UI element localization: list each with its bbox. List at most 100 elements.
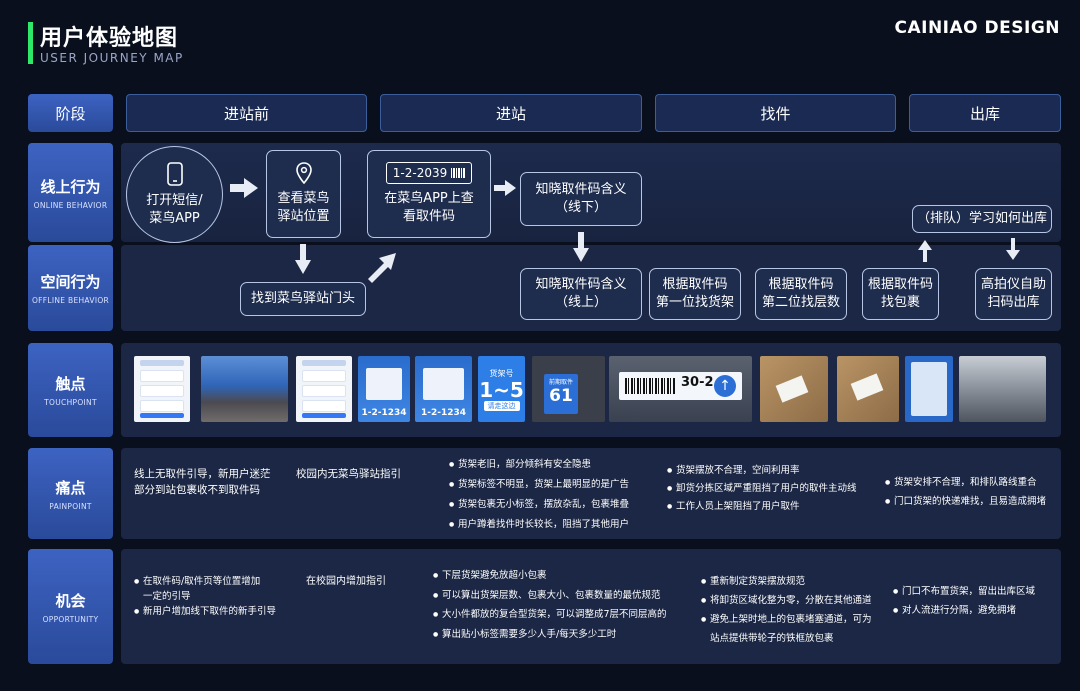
pain-text: 部分到站包裹收不到取件码 [134, 484, 260, 496]
row-label-offline: 空间行为 OFFLINE BEHAVIOR [28, 245, 113, 331]
pain-item: 货架包裹无小标签，摆放杂乱，包裹堆叠 [449, 495, 629, 515]
row-label-en: ONLINE BEHAVIOR [33, 200, 108, 210]
barcode-icon [451, 168, 466, 178]
opp-item: 新用户增加线下取件的新手引导 [134, 604, 276, 619]
layer-label-number: 30-2 [681, 375, 714, 390]
step-text: 根据取件码 [867, 277, 933, 292]
opp-item: 避免上架时地上的包裹堵塞通道，可为 [701, 610, 872, 629]
row-label-en: TOUCHPOINT [44, 398, 97, 407]
step-text: 打开短信/ [146, 192, 203, 208]
sign-code: 1-2-1234 [420, 408, 467, 418]
touchpoint-shelf-tag: 前期取件 61 [532, 356, 605, 422]
brand-logo: CAINIAO DESIGN [894, 18, 1060, 38]
pain-item: 货架安排不合理，和排队路线重合 [885, 473, 1046, 492]
step-scan-exit: 高拍仪自助 扫码出库 [975, 268, 1052, 320]
pain-col-1: 线上无取件引导，新用户迷茫 部分到站包裹收不到取件码 [134, 466, 271, 498]
pain-item: 工作人员上架阻挡了用户取件 [667, 498, 857, 516]
row-label-touchpoint: 触点 TOUCHPOINT [28, 343, 113, 437]
step-text: 在菜鸟APP上查 [384, 191, 474, 206]
opp-col-2: 在校园内增加指引 [306, 576, 386, 587]
page-title: 用户体验地图 [40, 26, 179, 51]
opp-col-5: 门口不布置货架，留出出库区域 对人流进行分隔，避免拥堵 [893, 582, 1035, 620]
pain-item: 卸货分拣区域严重阻挡了用户的取件主动线 [667, 480, 857, 498]
arrow-down-icon [1006, 238, 1020, 260]
step-find-layer: 根据取件码 第二位找层数 [755, 268, 847, 320]
touchpoint-station-storefront [201, 356, 288, 422]
touchpoint-layer-label: 30-2 ↑ [609, 356, 752, 422]
step-text: 驿站位置 [277, 209, 330, 224]
pickup-code-tag: 1-2-2039 [385, 162, 473, 184]
pain-item: 货架老旧，部分倾斜有安全隐患 [449, 455, 629, 475]
arrow-up-right-icon [368, 253, 396, 283]
barcode-icon [625, 378, 675, 394]
pain-col-3: 货架老旧，部分倾斜有安全隐患 货架标签不明显，货架上最明显的是广告 货架包裹无小… [449, 455, 629, 535]
opp-item: 重新制定货架摆放规范 [701, 572, 872, 591]
arrow-up-icon: ↑ [714, 375, 736, 397]
step-text: 知晓取件码含义 [535, 277, 627, 292]
row-label-en: PAINPOINT [49, 501, 92, 511]
row-label-en: OPPORTUNITY [42, 614, 99, 624]
stage-exit: 出库 [909, 94, 1061, 132]
opp-item-continued: 站点提供带轮子的铁框放包裹 [710, 633, 834, 644]
arrow-right-icon [230, 178, 258, 198]
opp-col-1: 在取件码/取件页等位置增加 一定的引导 新用户增加线下取件的新手引导 [134, 574, 276, 619]
row-label-text: 机会 [55, 591, 86, 610]
opp-item-continued: 一定的引导 [143, 591, 191, 602]
touchpoint-exit-area [959, 356, 1046, 422]
stage-pre-entry: 进站前 [126, 94, 367, 132]
step-text: 高拍仪自助 [980, 277, 1046, 292]
touchpoint-app-code-page [296, 356, 352, 422]
pickup-code: 1-2-2039 [392, 166, 448, 180]
step-queue-learn: （排队）学习如何出库 [912, 205, 1052, 233]
step-text: 根据取件码 [662, 277, 728, 292]
touchpoint-code-sign-b: 1-2-1234 [415, 356, 472, 422]
opp-item: 在取件码/取件页等位置增加 [134, 574, 276, 589]
touchpoint-app-screenshot [134, 356, 190, 422]
step-find-package: 根据取件码 找包裹 [862, 268, 939, 320]
touchpoint-package-sticker-b [837, 356, 899, 422]
phone-icon [166, 161, 183, 186]
arrow-right-icon [494, 180, 516, 196]
tag-number: 61 [549, 386, 573, 406]
shelf-direction: 请走这边 [483, 400, 520, 411]
row-label-online: 线上行为 ONLINE BEHAVIOR [28, 143, 113, 242]
opp-item: 门口不布置货架，留出出库区域 [893, 582, 1035, 601]
step-text: （排队）学习如何出库 [916, 211, 1047, 226]
opp-item: 算出贴小标签需要多少人手/每天多少工时 [433, 625, 667, 645]
pain-item: 货架标签不明显，货架上最明显的是广告 [449, 475, 629, 495]
step-text: 知晓取件码含义 [535, 182, 627, 197]
step-text: 根据取件码 [768, 277, 834, 292]
touchpoint-exit-poster [905, 356, 953, 422]
opp-item: 可以算出货架层数、包裹大小、包裹数量的最优规范 [433, 586, 667, 606]
opp-col-3: 下层货架避免放超小包裹 可以算出货架层数、包裹大小、包裹数量的最优规范 大小件都… [433, 566, 667, 644]
page-subtitle: USER JOURNEY MAP [40, 51, 184, 65]
row-label-text: 空间行为 [40, 273, 101, 291]
location-pin-icon [295, 162, 312, 184]
shelf-label: 货架号 [489, 368, 514, 378]
stage-find: 找件 [655, 94, 896, 132]
pain-col-2: 校园内无菜鸟驿站指引 [296, 468, 401, 480]
row-label-painpoint: 痛点 PAINPOINT [28, 448, 113, 539]
pain-item: 用户蹲着找件时长较长，阻挡了其他用户 [449, 515, 629, 535]
opp-col-4: 重新制定货架摆放规范 将卸货区域化整为零，分散在其他通道 避免上架时地上的包裹堵… [701, 572, 872, 648]
row-label-text: 触点 [55, 375, 86, 393]
pain-col-5: 货架安排不合理，和排队路线重合 门口货架的快递难找，且易造成拥堵 [885, 473, 1046, 511]
step-find-shelf: 根据取件码 第一位找货架 [649, 268, 741, 320]
step-text: 看取件码 [402, 209, 455, 224]
row-label-text: 阶段 [55, 104, 86, 123]
touchpoint-code-sign-a: 1-2-1234 [358, 356, 410, 422]
step-text: 找到菜鸟驿站门头 [250, 291, 355, 306]
step-text: 查看菜鸟 [277, 191, 330, 206]
opp-item: 下层货架避免放超小包裹 [433, 566, 667, 586]
step-view-location: 查看菜鸟 驿站位置 [266, 150, 341, 238]
tag-caption: 前期取件 [548, 379, 573, 386]
arrow-down-icon [295, 244, 311, 274]
arrow-up-icon [918, 240, 932, 262]
opp-item: 将卸货区域化整为零，分散在其他通道 [701, 591, 872, 610]
title-accent-bar [28, 22, 33, 64]
row-label-en: OFFLINE BEHAVIOR [31, 296, 110, 305]
step-open-sms: 打开短信/ 菜鸟APP [126, 146, 223, 243]
step-text: 第二位找层数 [761, 295, 840, 310]
step-know-code-offline: 知晓取件码含义 （线下） [520, 172, 642, 226]
step-text: （线下） [554, 200, 607, 215]
